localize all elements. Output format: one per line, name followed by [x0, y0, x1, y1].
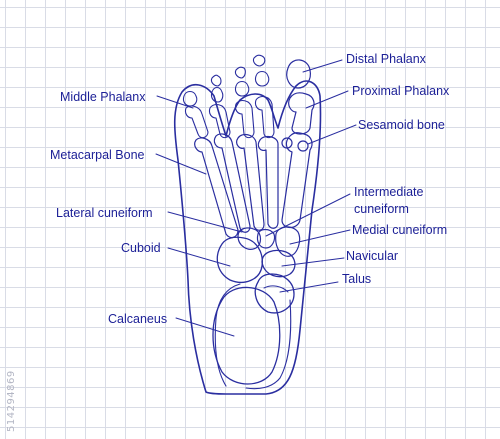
watermark-stock-id: 514294869: [6, 370, 17, 432]
cuboid-bone: [216, 236, 263, 283]
leader-proximal-phalanx: [305, 90, 349, 109]
leader-intermediate-cuneiform: [265, 193, 351, 237]
label-metacarpal-bone: Metacarpal Bone: [50, 148, 145, 162]
leader-talus: [279, 281, 339, 293]
foot-inner-contour: [214, 283, 241, 387]
leader-distal-phalanx: [302, 59, 343, 73]
leader-lines: [155, 59, 357, 337]
calcaneus-bone: [212, 286, 281, 385]
medial-cuneiform-bone: [275, 226, 301, 257]
leader-middle-phalanx: [156, 95, 194, 109]
label-lateral-cuneiform: Lateral cuneiform: [56, 206, 153, 220]
sesamoid-bone-2: [297, 140, 309, 152]
label-navicular: Navicular: [346, 249, 399, 263]
leader-navicular: [281, 257, 345, 267]
leader-lateral-cuneiform: [167, 211, 243, 233]
label-cuboid: Cuboid: [121, 241, 161, 255]
leader-calcaneus: [175, 317, 235, 337]
leader-medial-cuneiform: [289, 229, 351, 245]
metatarsal-4: [213, 133, 251, 233]
metatarsal-2: [257, 135, 279, 229]
metatarsal-1: [281, 132, 313, 229]
navicular-bone: [261, 249, 296, 278]
sesamoid-bone-1: [281, 137, 293, 149]
metatarsal-3: [236, 133, 265, 231]
intermediate-cuneiform-bone: [256, 228, 276, 249]
leader-sesamoid-bone: [307, 124, 357, 145]
toe-1-phalanges: [286, 59, 315, 135]
label-talus: Talus: [342, 272, 372, 286]
toe-4-phalanges: [208, 74, 231, 139]
label-distal-phalanx: Distal Phalanx: [346, 52, 426, 66]
lateral-cuneiform-bone: [237, 227, 262, 250]
foot-arch-contour: [245, 299, 292, 390]
label-calcaneus: Calcaneus: [108, 312, 168, 326]
talus-bone: [254, 273, 295, 314]
leader-metacarpal-bone: [155, 153, 207, 175]
metatarsal-5: [194, 137, 239, 239]
label-medial-cuneiform: Medial cuneiform: [352, 223, 448, 237]
label-intermediate-cuneiform-line1: Intermediate: [354, 185, 424, 199]
toe-5-phalanges: [182, 90, 209, 139]
label-proximal-phalanx: Proximal Phalanx: [352, 84, 450, 98]
label-sesamoid-bone: Sesamoid bone: [358, 118, 445, 132]
label-middle-phalanx: Middle Phalanx: [60, 90, 146, 104]
toe-3-phalanges: [234, 66, 255, 139]
leader-cuboid: [167, 247, 231, 267]
label-intermediate-cuneiform-line2: cuneiform: [354, 202, 409, 216]
toe-2-phalanges: [252, 54, 275, 139]
foot-outline: [173, 80, 322, 395]
